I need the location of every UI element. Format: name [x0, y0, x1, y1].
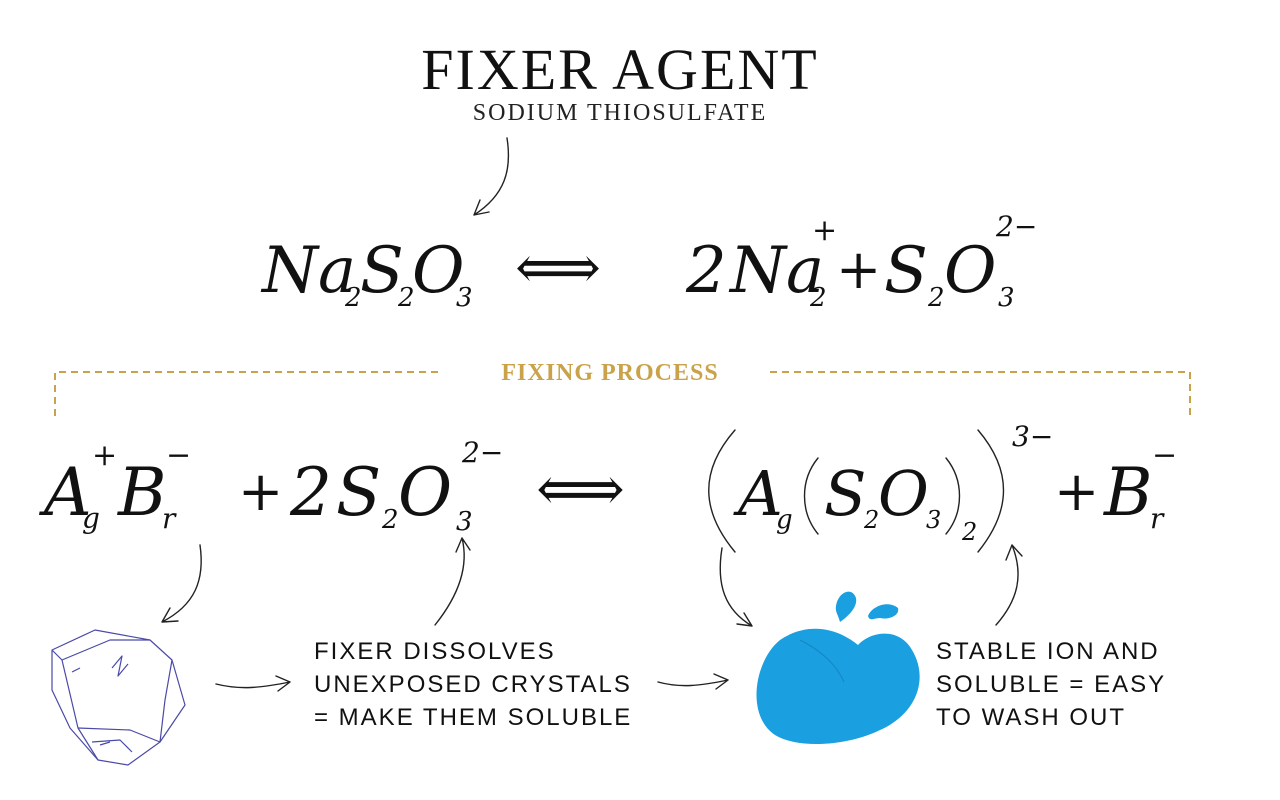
complex-inner-paren-left — [803, 457, 819, 535]
eq1-plus: + — [836, 238, 881, 301]
eq2-complex-count: 2 — [961, 518, 977, 546]
crystal-icon — [51, 629, 186, 766]
equation-2: A g + B r − + 2 S 2 O 3 2− ⟺ A g S 2 O 3… — [38, 420, 1177, 553]
eq1-o-ion: O — [944, 234, 996, 308]
stable-ion-caption: STABLE ION AND SOLUBLE = EASY TO WASH OU… — [936, 638, 1167, 731]
eq2-s: S — [336, 454, 381, 531]
eq2-complex-s: S — [824, 457, 866, 530]
eq2-br2: B — [1103, 454, 1153, 531]
eq1-na-sub: 2 — [344, 283, 362, 313]
complex-to-drop-arrow — [719, 547, 753, 627]
eq2-br-sup: − — [166, 438, 191, 473]
eq1-o-sub: 3 — [456, 283, 473, 313]
eq2-complex-ag: A — [733, 457, 783, 530]
water-drop-icon — [756, 591, 920, 745]
fixing-process-label: FIXING PROCESS — [501, 360, 719, 386]
caption-to-drop-arrow — [657, 673, 729, 690]
eq1-o-ion-sup: 2− — [995, 210, 1037, 243]
eq1-o-ion-sub: 3 — [998, 283, 1015, 313]
eq2-equilibrium-arrow: ⟺ — [536, 452, 625, 525]
eq2-br: B — [117, 454, 167, 531]
eq2-complex-s-sub: 2 — [863, 506, 879, 534]
eq2-complex-o: O — [878, 457, 929, 530]
fixing-process-bracket — [54, 371, 1191, 416]
eq2-o-sup: 2− — [461, 436, 503, 469]
eq2-plus-2: + — [1054, 460, 1099, 523]
eq2-br2-sub: r — [1150, 502, 1165, 535]
eq2-complex-charge: 3− — [1012, 420, 1053, 453]
diagram-title: FIXER AGENT — [421, 37, 819, 102]
subtitle-pointer-arrow — [473, 137, 510, 216]
eq2-o-sub: 3 — [456, 507, 473, 537]
eq2-ag-sup: + — [92, 438, 117, 473]
eq2-ag: A — [38, 454, 92, 531]
eq1-na: Na — [260, 234, 356, 308]
eq1-s-sub: 2 — [397, 283, 415, 313]
complex-outer-paren-left — [708, 429, 736, 553]
eq1-na-ion: Na — [728, 234, 824, 308]
eq1-s-ion: S — [884, 234, 928, 308]
eq1-na-ion-sup: + — [812, 213, 837, 248]
eq1-na-ion-sub: 2 — [809, 283, 827, 313]
eq2-ag-sub: g — [82, 502, 100, 535]
eq2-s-sub: 2 — [381, 505, 399, 535]
complex-outer-paren-right — [977, 429, 1005, 553]
eq2-complex-o-sub: 3 — [926, 506, 941, 534]
complex-inner-paren-right — [945, 457, 961, 535]
eq2-br-sub: r — [162, 502, 177, 535]
agbr-to-crystal-arrow — [161, 544, 202, 623]
diagram-subtitle: SODIUM THIOSULFATE — [472, 100, 768, 126]
eq2-coef: 2 — [289, 454, 332, 531]
caption-to-thiosulfate-arrow — [434, 537, 471, 626]
eq1-s: S — [360, 234, 404, 308]
eq2-br2-sup: − — [1152, 438, 1177, 473]
eq1-s-ion-sub: 2 — [927, 283, 945, 313]
eq2-plus-1: + — [238, 460, 283, 523]
crystal-to-caption-arrow — [215, 675, 291, 692]
eq2-o: O — [398, 454, 452, 531]
equation-1: Na 2 S 2 O 3 ⟺ 2 Na 2 + + S 2 O 3 2− — [260, 210, 1037, 313]
eq2-complex-ag-sub: g — [776, 505, 793, 535]
eq1-equilibrium-arrow: ⟺ — [515, 233, 601, 303]
eq1-coef: 2 — [685, 234, 727, 308]
caption-to-complex-arrow — [995, 544, 1023, 626]
fixer-dissolves-caption: FIXER DISSOLVES UNEXPOSED CRYSTALS = MAK… — [314, 638, 633, 731]
eq1-o: O — [412, 234, 464, 308]
